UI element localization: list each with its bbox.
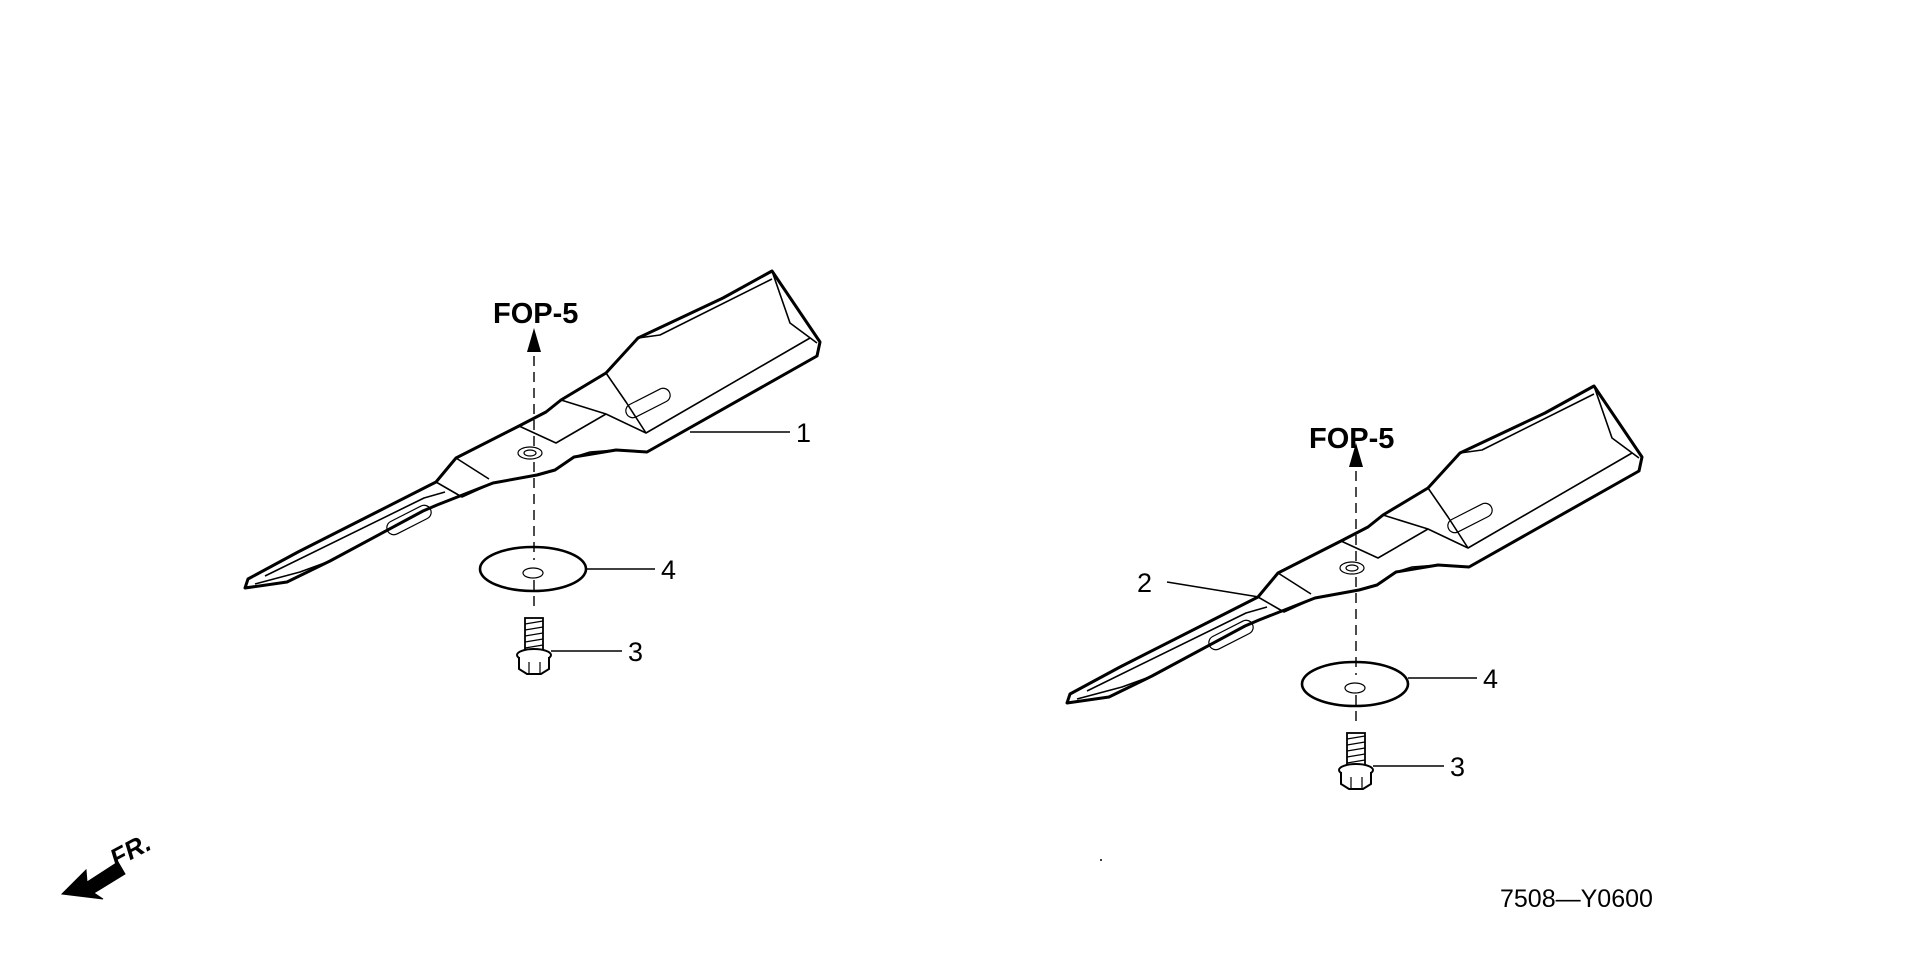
callout-blade-2: 2 bbox=[1137, 568, 1152, 598]
fop5-reference-right: FOP-5 bbox=[1309, 423, 1394, 455]
front-direction-indicator: FR. bbox=[60, 827, 156, 900]
blade-assembly-right: FOP-5 2 4 3 bbox=[1065, 384, 1644, 791]
leader-blade-2 bbox=[1166, 581, 1260, 598]
callout-washer-left: 4 bbox=[661, 555, 676, 585]
callout-bolt-right: 3 bbox=[1450, 752, 1465, 782]
blade-assembly-left: FOP-5 1 4 3 bbox=[243, 269, 822, 676]
stray-dot bbox=[1100, 859, 1102, 861]
blade-1-drawing bbox=[243, 269, 822, 676]
callout-washer-right: 4 bbox=[1483, 664, 1498, 694]
figure-code: 7508—Y0600 bbox=[1500, 885, 1653, 913]
callout-blade-1: 1 bbox=[796, 418, 811, 448]
front-arrow-icon bbox=[60, 861, 126, 900]
callout-bolt-left: 3 bbox=[628, 637, 643, 667]
fop5-reference-left: FOP-5 bbox=[493, 298, 578, 330]
